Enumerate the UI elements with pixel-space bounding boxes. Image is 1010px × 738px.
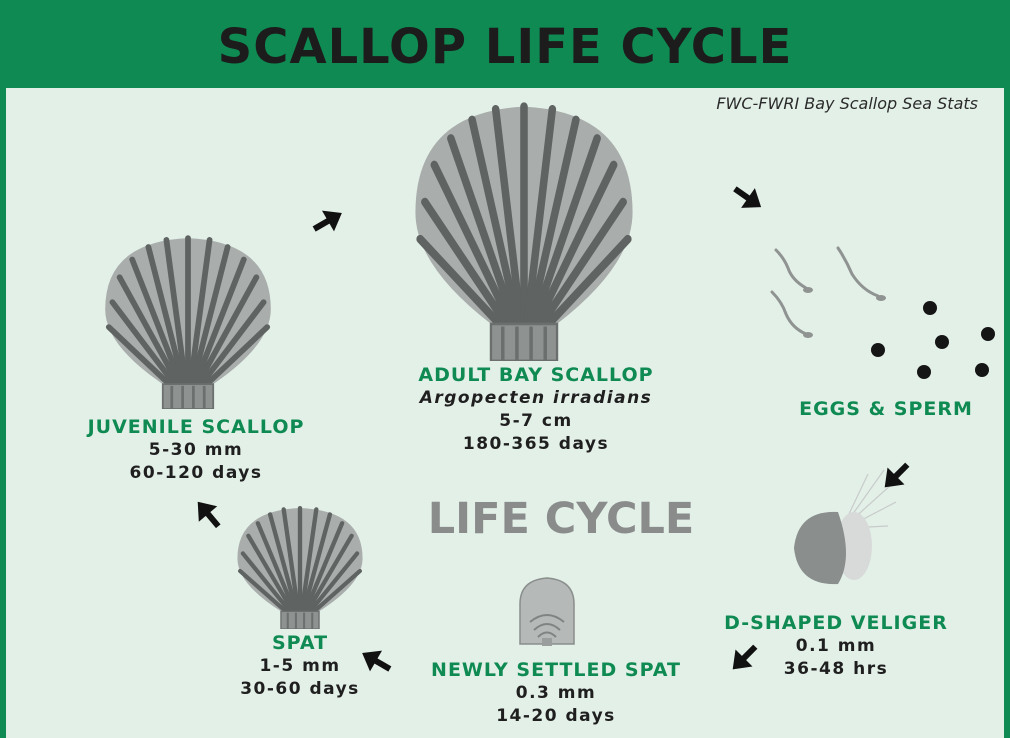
page-title: SCALLOP LIFE CYCLE bbox=[218, 19, 793, 75]
stage-name: D-SHAPED VELIGER bbox=[686, 612, 986, 635]
arrow-icon bbox=[308, 201, 348, 241]
stage-name: SPAT bbox=[220, 632, 380, 655]
stage-duration: 60-120 days bbox=[46, 462, 346, 485]
stage-duration: 180-365 days bbox=[366, 433, 706, 456]
stage-name: EGGS & SPERM bbox=[766, 398, 1006, 421]
stage-label-eggs: EGGS & SPERM bbox=[766, 398, 1006, 421]
stage-size: 0.3 mm bbox=[388, 682, 724, 705]
scallop-shell-icon bbox=[98, 231, 278, 409]
stage-label-veliger: D-SHAPED VELIGER 0.1 mm 36-48 hrs bbox=[686, 612, 986, 681]
arrow-icon bbox=[188, 494, 228, 534]
stage-label-newly-settled: NEWLY SETTLED SPAT 0.3 mm 14-20 days bbox=[388, 659, 724, 728]
arrow-icon bbox=[728, 178, 768, 218]
stage-size: 5-7 cm bbox=[366, 410, 706, 433]
stage-label-spat: SPAT 1-5 mm 30-60 days bbox=[220, 632, 380, 701]
species-name: Argopecten irradians bbox=[366, 387, 706, 410]
stage-duration: 14-20 days bbox=[388, 705, 724, 728]
stage-name: NEWLY SETTLED SPAT bbox=[388, 659, 724, 682]
stage-size: 0.1 mm bbox=[686, 635, 986, 658]
credit-text: FWC-FWRI Bay Scallop Sea Stats bbox=[716, 94, 978, 113]
arrow-icon bbox=[876, 456, 916, 496]
stage-label-juvenile: JUVENILE SCALLOP 5-30 mm 60-120 days bbox=[46, 416, 346, 485]
scallop-shell-icon bbox=[406, 96, 642, 361]
stage-name: JUVENILE SCALLOP bbox=[46, 416, 346, 439]
stage-duration: 30-60 days bbox=[220, 678, 380, 701]
egg-icon bbox=[864, 296, 1004, 386]
center-title: LIFE CYCLE bbox=[416, 494, 706, 544]
scallop-shell-icon bbox=[232, 503, 368, 629]
stage-duration: 36-48 hrs bbox=[686, 658, 986, 681]
title-banner: SCALLOP LIFE CYCLE bbox=[6, 6, 1004, 88]
stage-size: 5-30 mm bbox=[46, 439, 346, 462]
newly-settled-spat-icon bbox=[514, 574, 580, 648]
stage-label-adult: ADULT BAY SCALLOP Argopecten irradians 5… bbox=[366, 364, 706, 456]
stage-size: 1-5 mm bbox=[220, 655, 380, 678]
stage-name: ADULT BAY SCALLOP bbox=[366, 364, 706, 387]
